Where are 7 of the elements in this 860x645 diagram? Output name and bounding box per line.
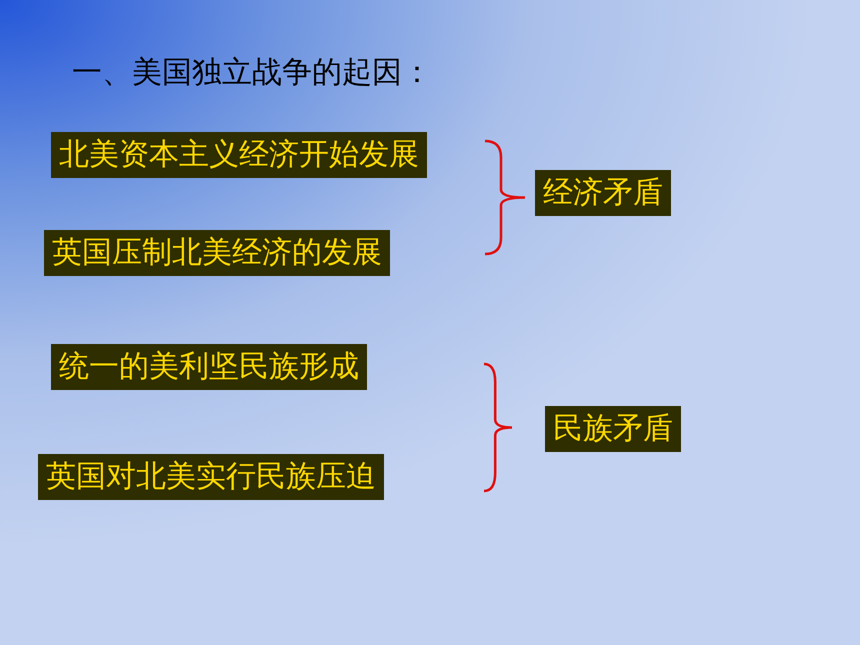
label-box: 统一的美利坚民族形成 [51,344,367,390]
label-box: 民族矛盾 [545,406,681,452]
label-box: 经济矛盾 [535,170,671,216]
title: 一、美国独立战争的起因： [72,54,432,92]
label-box: 英国对北美实行民族压迫 [38,454,384,500]
label-box: 英国压制北美经济的发展 [44,230,390,276]
label-box: 北美资本主义经济开始发展 [51,132,427,178]
